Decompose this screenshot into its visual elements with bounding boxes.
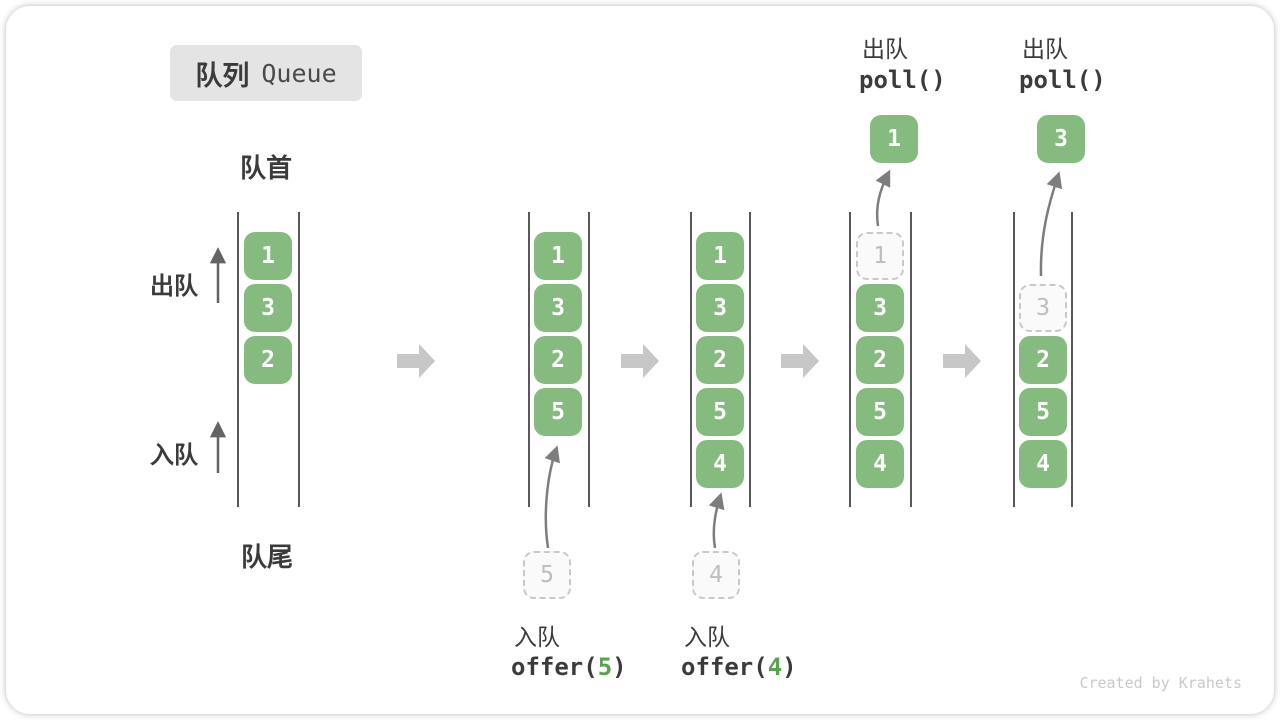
removed-cell-ghost: 1 (856, 232, 904, 280)
queue-cell: 2 (534, 336, 582, 384)
front-label: 队首 (240, 153, 293, 183)
code-arg: 4 (767, 653, 783, 681)
queue-cell: 3 (696, 284, 744, 332)
state5-left-wall (1013, 212, 1015, 507)
dequeue-op-code: poll() (859, 66, 946, 94)
state4-left-wall (849, 212, 851, 507)
queue-cell: 2 (244, 336, 292, 384)
enqueue-direction-label: 入队 (150, 442, 198, 469)
queue-cell: 1 (696, 232, 744, 280)
queue-cell: 5 (1019, 388, 1067, 436)
state3-left-wall (690, 212, 692, 507)
queue-cell: 5 (856, 388, 904, 436)
rear-label: 队尾 (241, 542, 294, 572)
code-suffix: ) (782, 653, 797, 681)
state2-right-wall (588, 212, 590, 507)
dequeue-op-label: 出队 (862, 36, 908, 62)
popped-value-box: 1 (870, 115, 918, 163)
queue-cell: 2 (1019, 336, 1067, 384)
removed-cell-ghost: 3 (1019, 284, 1067, 332)
state1-left-wall (237, 212, 239, 507)
enqueue-op-label: 入队 (684, 624, 730, 650)
incoming-value-box: 5 (523, 551, 571, 599)
queue-cell: 2 (696, 336, 744, 384)
title-zh: 队列 (195, 60, 250, 91)
enqueue-op-code: offer(4) (681, 653, 797, 681)
queue-cell: 5 (696, 388, 744, 436)
queue-cell: 1 (534, 232, 582, 280)
title-badge: 队列 Queue (170, 45, 362, 101)
state5-right-wall (1071, 212, 1073, 507)
diagram-card (6, 6, 1274, 714)
queue-cell: 3 (244, 284, 292, 332)
enqueue-op-label: 入队 (514, 624, 560, 650)
queue-cell: 3 (856, 284, 904, 332)
queue-cell: 3 (534, 284, 582, 332)
dequeue-op-code: poll() (1019, 66, 1106, 94)
queue-cell: 4 (856, 440, 904, 488)
dequeue-direction-label: 出队 (150, 273, 198, 300)
code-prefix: offer( (681, 653, 768, 681)
state2-left-wall (528, 212, 530, 507)
code-suffix: ) (612, 653, 627, 681)
code-prefix: offer( (511, 653, 598, 681)
enqueue-op-code: offer(5) (511, 653, 627, 681)
queue-cell: 5 (534, 388, 582, 436)
watermark: Created by Krahets (1079, 674, 1242, 692)
state1-right-wall (298, 212, 300, 507)
queue-cell: 2 (856, 336, 904, 384)
queue-cell: 4 (1019, 440, 1067, 488)
queue-cell: 1 (244, 232, 292, 280)
popped-value-box: 3 (1037, 115, 1085, 163)
title-en: Queue (261, 58, 337, 88)
dequeue-op-label: 出队 (1022, 36, 1068, 62)
incoming-value-box: 4 (692, 551, 740, 599)
code-arg: 5 (597, 653, 613, 681)
state4-right-wall (910, 212, 912, 507)
queue-cell: 4 (696, 440, 744, 488)
state3-right-wall (749, 212, 751, 507)
